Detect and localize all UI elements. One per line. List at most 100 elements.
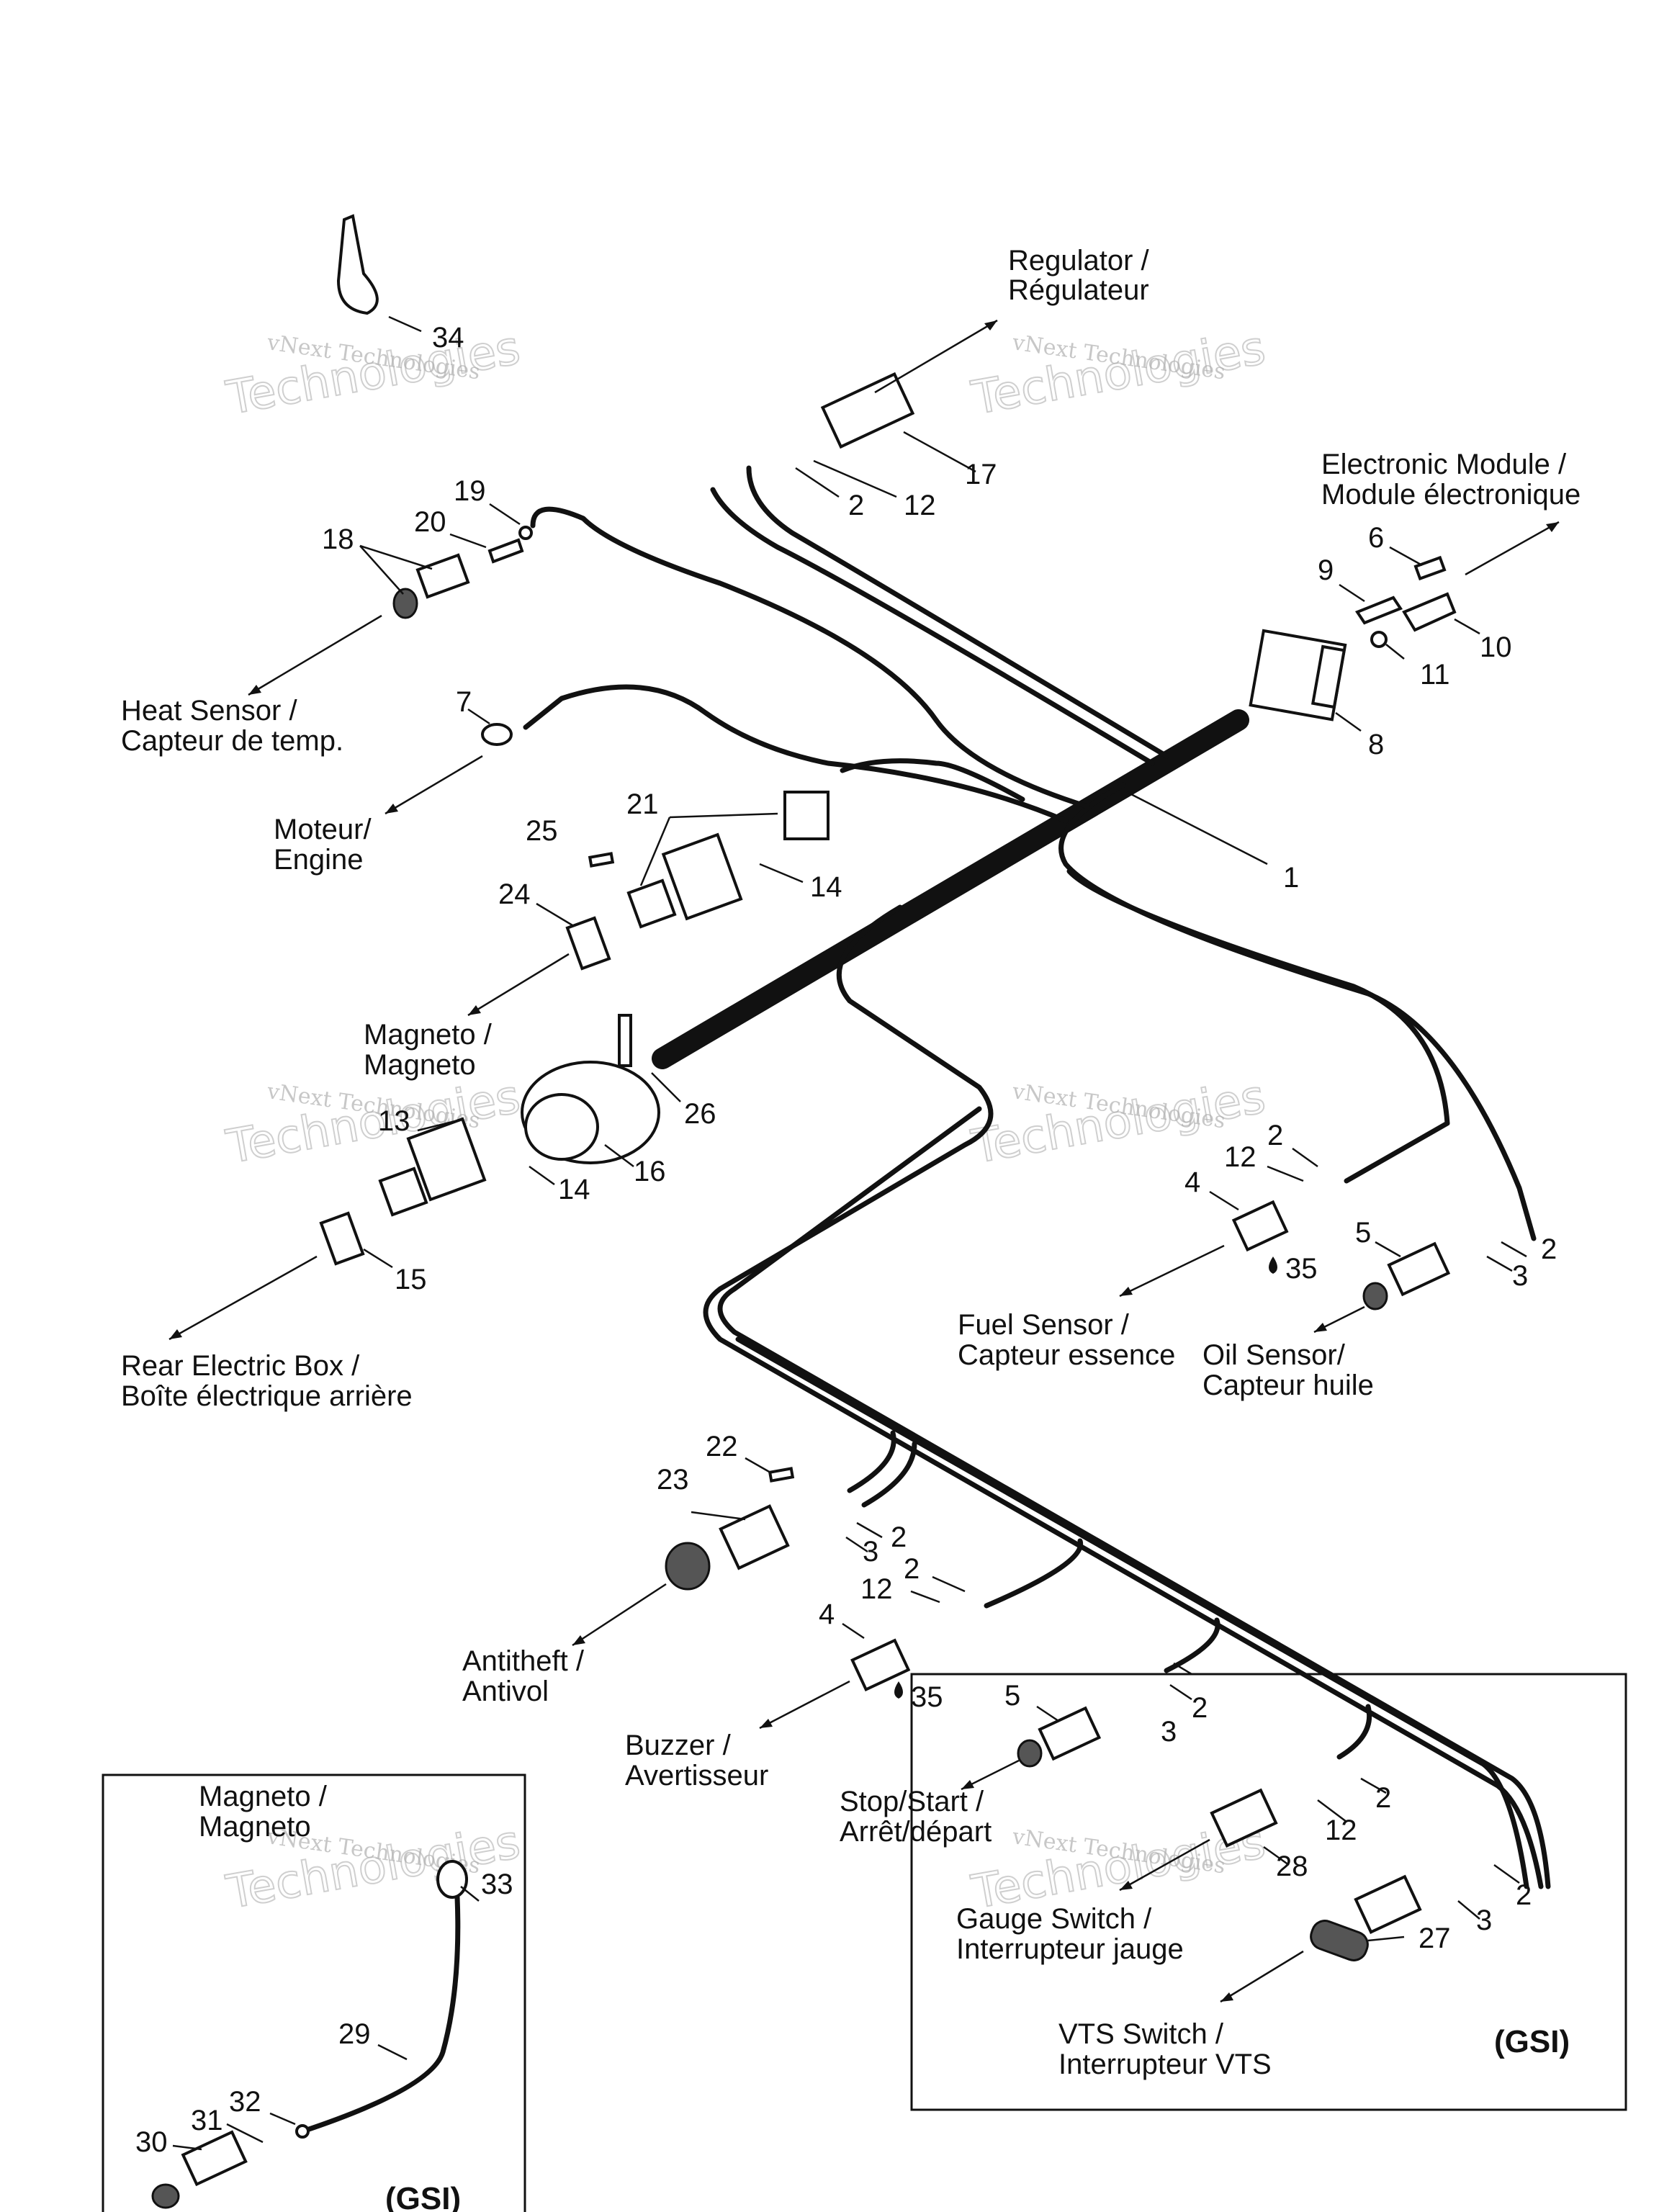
part-number: 5: [1355, 1217, 1371, 1249]
magneto-face-16: [524, 1093, 599, 1161]
connector-14-rear: [406, 1117, 487, 1202]
arrow-regulator: [874, 319, 998, 394]
cap-21: [783, 791, 830, 840]
buzzer-housing-4: [850, 1638, 911, 1692]
arrowhead: [984, 320, 997, 331]
wire-stop: [1164, 1617, 1220, 1673]
arrowhead: [1220, 1992, 1233, 2002]
antitheft-housing-23: [719, 1504, 790, 1570]
arrow-buzzer: [759, 1680, 850, 1730]
seal-32: [295, 2124, 310, 2139]
leader-20: [449, 533, 487, 549]
arrowhead: [961, 1780, 974, 1789]
wire-21: [840, 758, 1025, 802]
part-number: 3: [1512, 1260, 1528, 1292]
part-numbers: 34 17 2 12 6 9 10 11 8 1 19 20 18 7 21 2…: [135, 322, 1557, 2158]
label-antitheft-fr: Antivol: [462, 1676, 549, 1707]
leader-29: [377, 2044, 408, 2061]
housing-20: [415, 553, 470, 599]
leader-12-buzz: [910, 1590, 940, 1604]
part-number: 12: [1325, 1815, 1357, 1846]
label-buzzer-en: Buzzer /: [625, 1730, 732, 1761]
leader-30: [172, 2144, 202, 2151]
wire-regulator-2: [746, 465, 1169, 759]
part-number: 13: [378, 1105, 410, 1137]
part-number: 29: [338, 2018, 371, 2050]
wire-inset: [300, 1894, 461, 2134]
arrow-heat-sensor: [248, 614, 382, 696]
leader-2-fuel: [1292, 1147, 1318, 1168]
arrowhead: [248, 685, 261, 695]
main-harness: [652, 709, 1249, 1069]
part-number: 12: [860, 1573, 893, 1605]
part-number: 8: [1368, 729, 1384, 760]
label-module-en: Electronic Module /: [1321, 449, 1567, 480]
label-magneto-fr: Magneto: [364, 1049, 476, 1081]
part-number: 33: [481, 1869, 513, 1900]
oil-sensor-housing-5: [1387, 1241, 1451, 1297]
leader-4-buzz: [842, 1622, 865, 1640]
label-gauge-fr: Interrupteur jauge: [956, 1933, 1184, 1965]
leader-24: [536, 902, 573, 927]
part-number: 6: [1368, 522, 1384, 554]
wire-heat-sensor: [530, 506, 1090, 809]
part-number: 34: [432, 322, 464, 354]
part-number: 2: [1541, 1233, 1557, 1265]
label-fuel-sensor-en: Fuel Sensor /: [958, 1309, 1130, 1341]
part-number: 30: [135, 2126, 168, 2158]
destination-labels: Regulator / Régulateur Electronic Module…: [121, 245, 1581, 2212]
leader-2-oil: [1501, 1241, 1527, 1258]
leader-5-stop: [1036, 1705, 1059, 1722]
arrowhead: [169, 1329, 182, 1339]
leader-2-gauge: [1360, 1777, 1387, 1794]
part-number: 35: [911, 1681, 943, 1713]
seal-18: [392, 588, 418, 619]
leader-12-fuel: [1267, 1165, 1304, 1182]
leader-12: [813, 459, 897, 498]
leader-18b: [359, 544, 433, 570]
part-number: 2: [848, 490, 864, 521]
leader-13: [417, 1118, 462, 1132]
wire-main-down-2: [717, 1106, 1551, 1889]
part-number: 35: [1285, 1253, 1318, 1285]
parts: [151, 214, 1457, 2209]
arrowhead: [1120, 1881, 1133, 1890]
leader-32: [269, 2112, 296, 2126]
arrowhead: [468, 1005, 481, 1015]
leader-18a: [359, 545, 404, 595]
label-engine-fr: Moteur/: [274, 814, 372, 845]
oil-drop-icon: [894, 1681, 903, 1699]
oil-drop-icon: [1269, 1256, 1277, 1274]
part-number: 19: [454, 475, 486, 507]
arrowhead: [760, 1719, 773, 1728]
ring-terminal-7: [481, 723, 513, 746]
part-number: 14: [810, 871, 842, 903]
leader-11: [1385, 644, 1405, 660]
wire-gauge: [1336, 1704, 1372, 1760]
leader-2-buzz: [932, 1575, 966, 1593]
arrowhead: [1314, 1323, 1327, 1332]
part-number: 32: [229, 2086, 261, 2118]
wire-antitheft: [847, 1430, 896, 1493]
leader-2-stop: [1173, 1662, 1192, 1676]
ring-terminal-33: [436, 1860, 468, 1899]
wire-main-down: [703, 904, 1544, 1889]
arrow-fuel: [1119, 1244, 1225, 1298]
leader-17: [903, 431, 976, 473]
arrow-vts: [1220, 1950, 1304, 2003]
inset-housing-30: [181, 2130, 248, 2187]
part-number: 4: [819, 1599, 835, 1630]
inset-seal-30: [151, 2183, 180, 2209]
label-regulator-fr: Régulateur: [1008, 274, 1149, 306]
part-number: 3: [863, 1536, 878, 1568]
leader-lines: [168, 315, 1560, 2151]
screw-25: [588, 852, 615, 868]
part-number: 24: [498, 878, 531, 910]
leader-26: [651, 1072, 681, 1102]
label-magneto-en: Magneto /: [364, 1019, 493, 1051]
leader-21b: [669, 812, 778, 819]
arrow-antitheft: [572, 1583, 667, 1647]
part-number: 16: [634, 1156, 666, 1187]
label-heat-sensor-en: Heat Sensor /: [121, 695, 297, 727]
